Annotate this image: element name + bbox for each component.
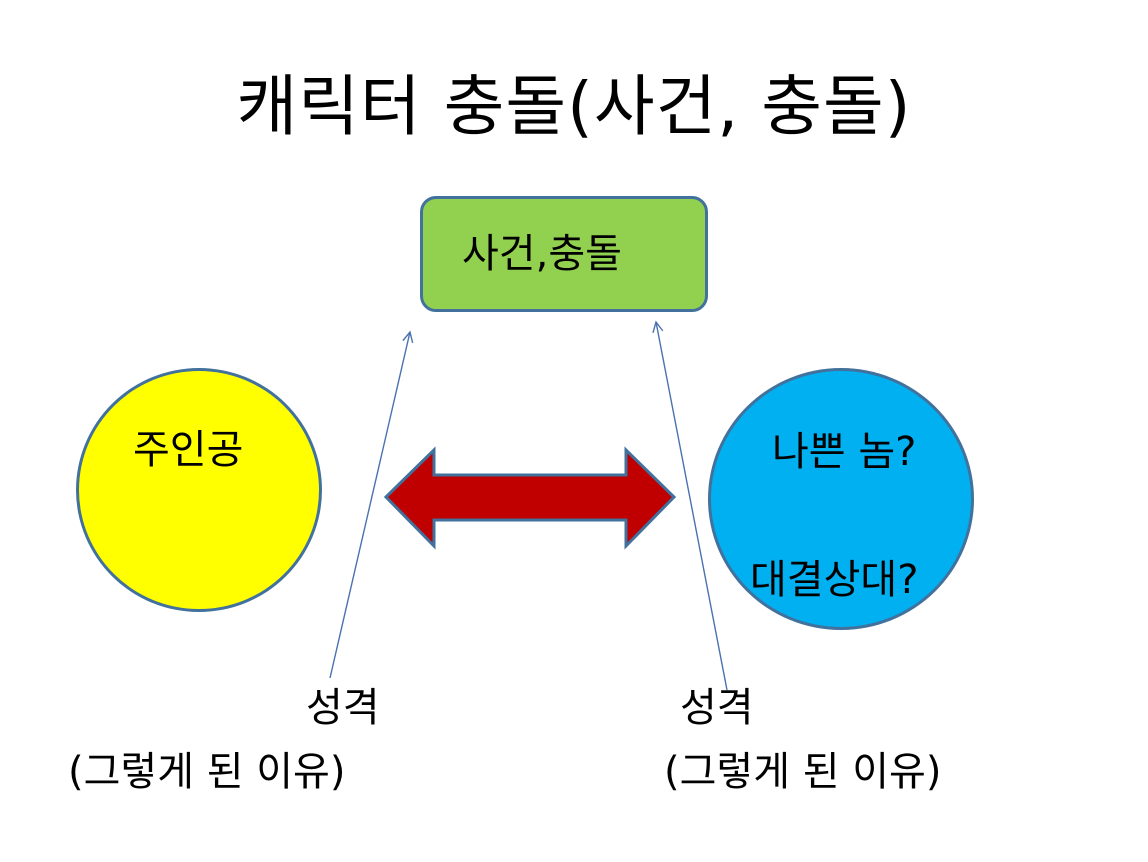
antagonist-circle bbox=[708, 368, 974, 630]
left-reason-label: (그렇게 된 이유) bbox=[68, 749, 346, 795]
protagonist-circle bbox=[76, 368, 322, 612]
event-conflict-label: 사건,충돌 bbox=[462, 231, 622, 277]
antagonist-label-opponent: 대결상대? bbox=[750, 557, 919, 603]
slide-title: 캐릭터 충돌(사건, 충돌) bbox=[236, 68, 912, 145]
event-conflict-box bbox=[420, 196, 708, 312]
pointer-line-left bbox=[329, 330, 414, 679]
pointer-line-right bbox=[652, 320, 728, 691]
right-trait-label: 성격 bbox=[680, 685, 754, 731]
antagonist-label-villain: 나쁜 놈? bbox=[772, 429, 917, 475]
protagonist-label: 주인공 bbox=[133, 427, 244, 473]
left-trait-label: 성격 bbox=[306, 685, 380, 731]
right-reason-label: (그렇게 된 이유) bbox=[664, 749, 942, 795]
conflict-double-arrow bbox=[383, 446, 677, 550]
